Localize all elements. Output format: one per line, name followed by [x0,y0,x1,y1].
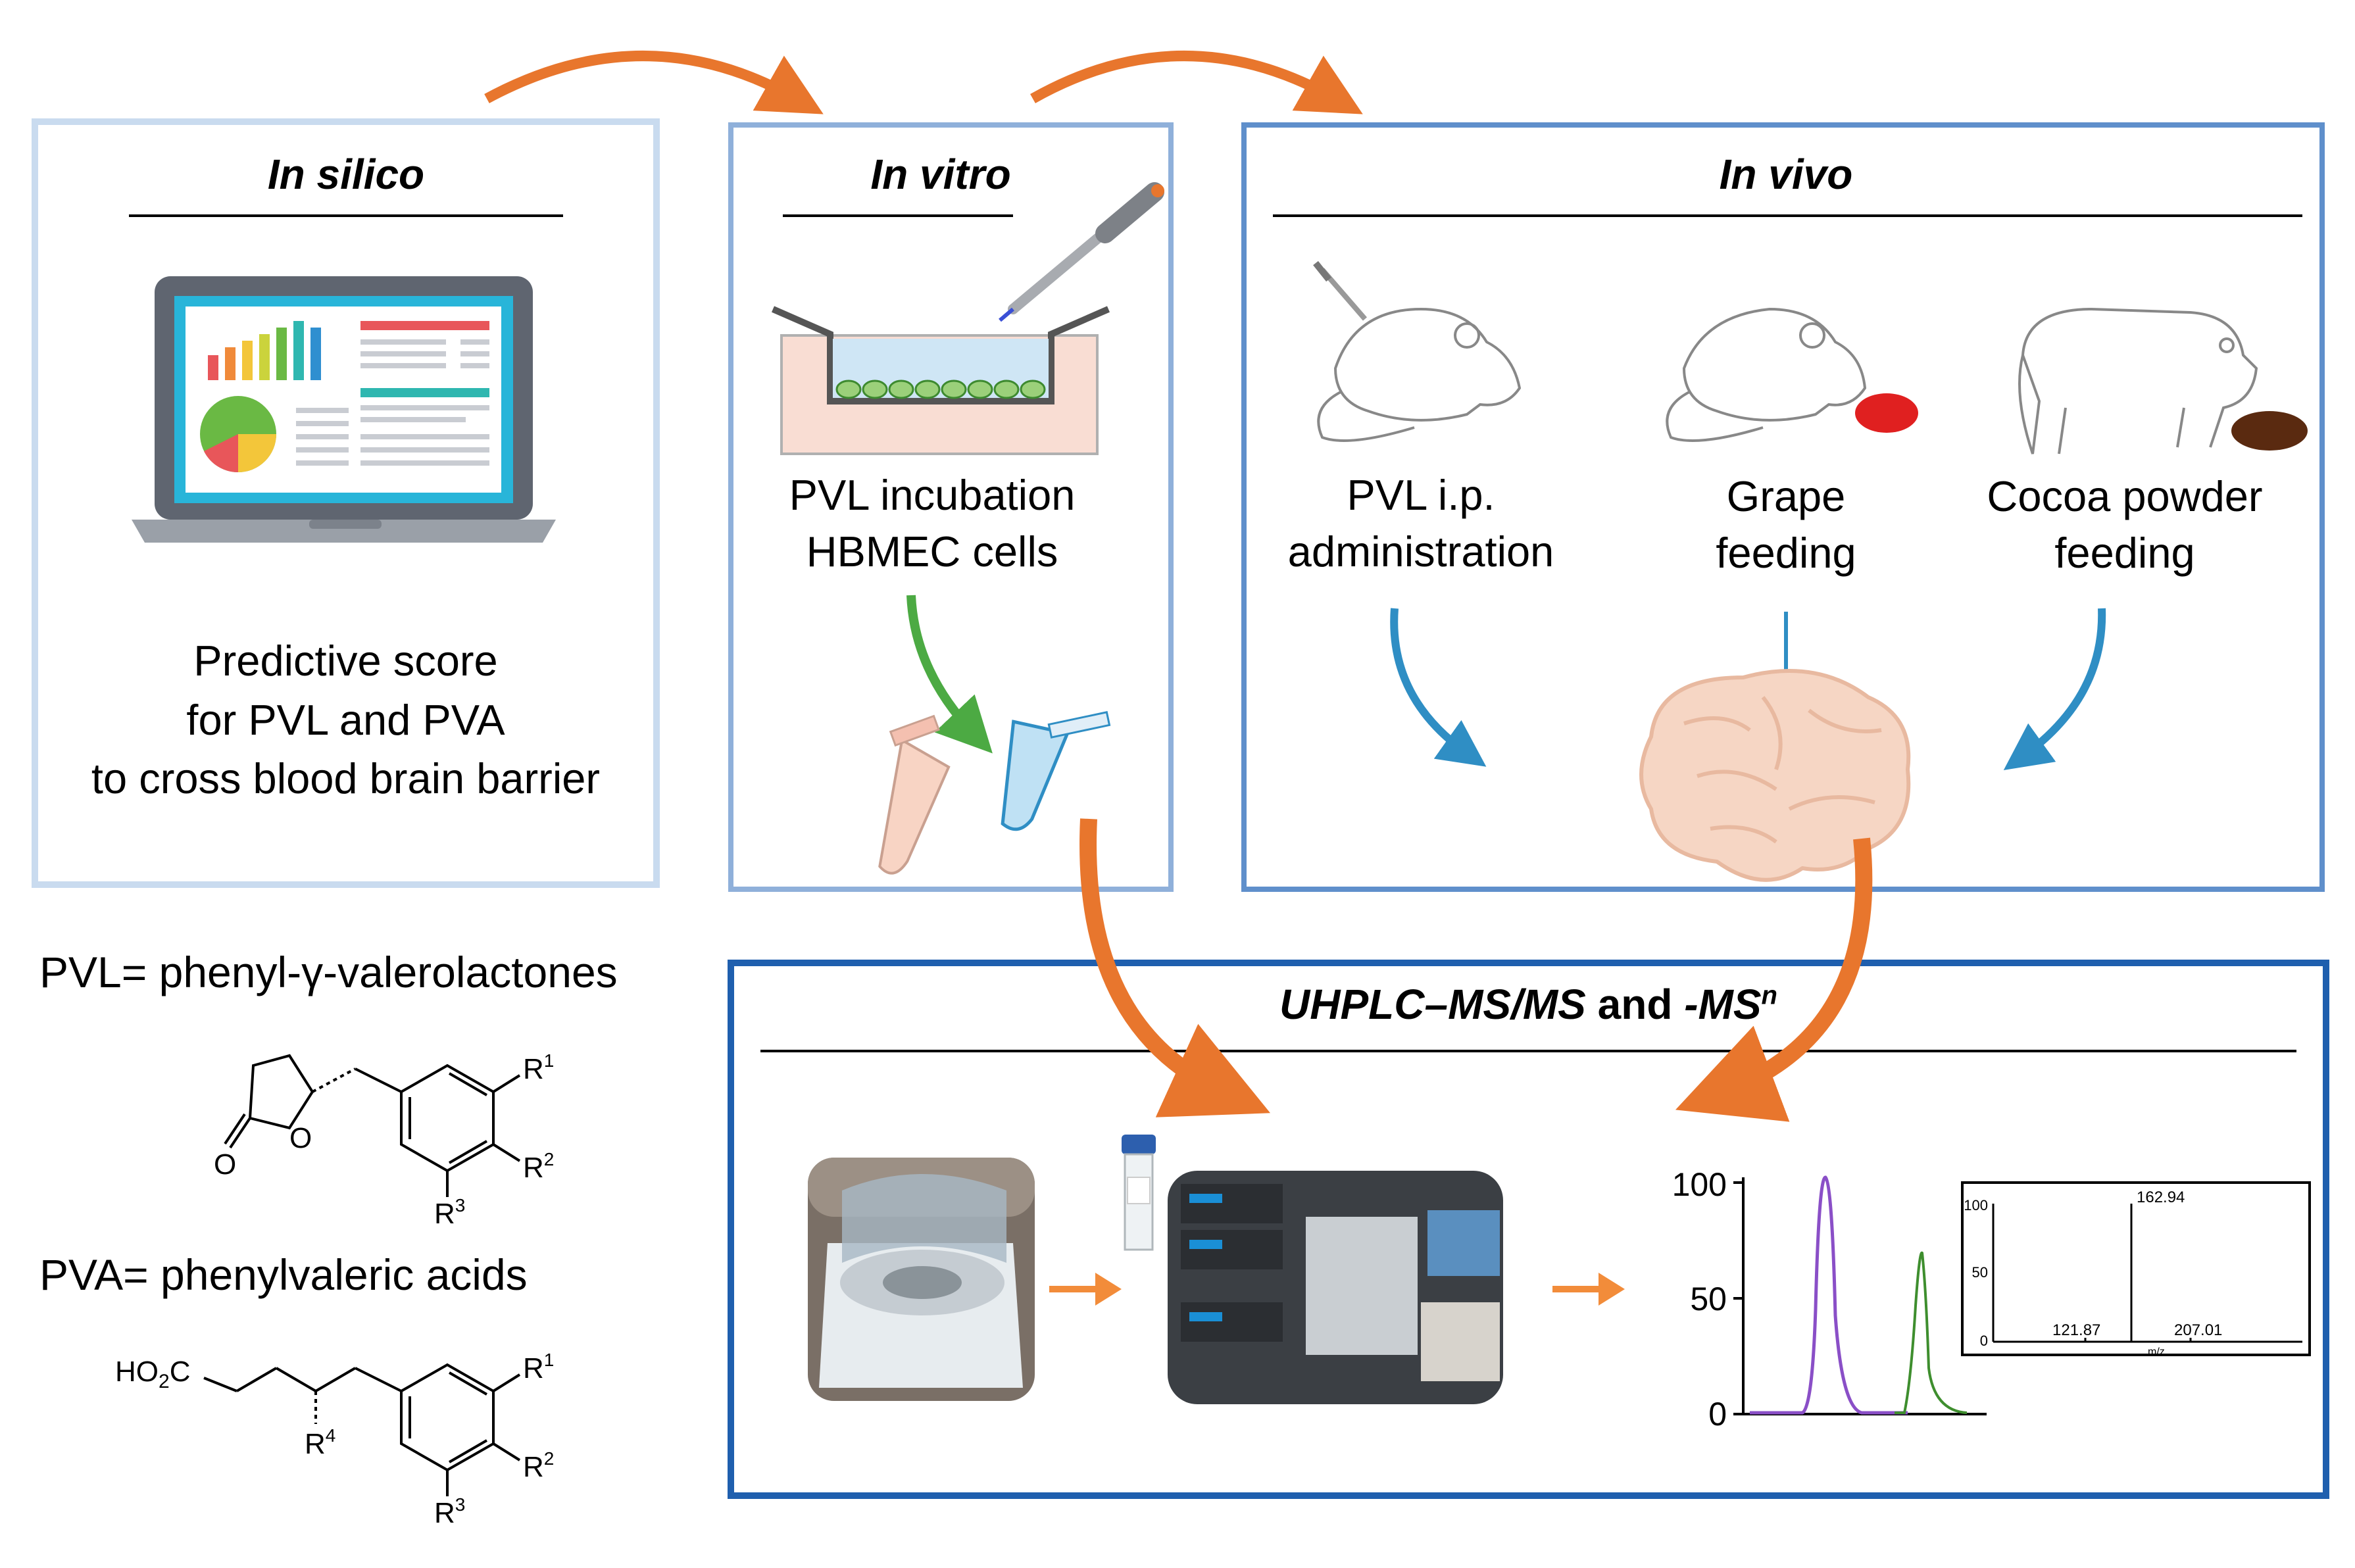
ms-label-162: 162.94 [2137,1188,2185,1206]
pva-r2: R2 [523,1448,554,1483]
in-vivo-panel [1241,122,2325,892]
pva-r3: R3 [434,1494,465,1529]
in-vivo-item-cocoa-line-1: Cocoa powder [1987,472,2263,520]
in-silico-title-rule [129,214,563,217]
tube-blue-icon [1001,711,1111,831]
ms-tick-0: 0 [1980,1333,1988,1349]
tube-pink-icon [878,714,951,875]
centrifuge-photo [808,1158,1035,1401]
in-silico-caption-line-2: for PVL and PVA [186,695,505,744]
green-trace [1895,1251,1968,1414]
chromatogram-tick-0: 0 [1708,1396,1727,1433]
in-silico-caption-line-1: Predictive score [193,637,498,685]
in-vivo-item-grape-line-1: Grape [1726,472,1846,520]
in-vivo-title-rule [1273,214,2302,217]
flow-arrow-2 [1552,1273,1625,1306]
purple-trace [1750,1175,1908,1415]
pva-ho2c: HO2C [115,1356,190,1392]
transwell-icon [771,306,1110,455]
in-silico-caption: Predictive score for PVL and PVA to cros… [38,631,653,808]
pva-structure [203,1363,521,1496]
in-vivo-item-cocoa-line-2: feeding [2054,528,2195,577]
in-vitro-panel [728,122,1174,892]
pipette-icon [999,182,1164,322]
arrow-blue-cocoa [2003,608,2106,771]
analysis-title-ms: -MS [1684,981,1762,1028]
ms-label-207: 207.01 [2174,1321,2222,1339]
in-vivo-item-grape: Grape feeding [1625,468,1947,581]
pvl-definition: PVL= phenyl-γ-valerolactones [39,948,618,996]
analysis-title-rule [760,1050,2296,1052]
in-vitro-title: In vitro [870,151,1011,198]
chromatogram-tick-100: 100 [1672,1166,1727,1203]
ms-tick-100: 100 [1964,1197,1988,1213]
chromatogram-tick-50: 50 [1690,1281,1727,1317]
in-vivo-item-pvl: PVL i.p. administration [1250,467,1592,580]
ms-tick-50: 50 [1972,1264,1988,1281]
cocoa-powder-icon [2231,411,2308,451]
in-silico-caption-line-3: to cross blood brain barrier [91,754,601,803]
uhplc-instrument-photo [1168,1171,1503,1404]
in-vitro-caption: PVL incubation HBMEC cells [735,467,1129,580]
analysis-title-and: and [1585,981,1685,1028]
ms-label-121: 121.87 [2052,1321,2100,1339]
analysis-title: UHPLC–MS/MS and -MSn [760,980,2296,1029]
pva-r4: R4 [305,1425,335,1460]
pvl-o-carbonyl: O [214,1148,236,1181]
pvl-structure [224,1054,521,1197]
pvl-o-ring: O [289,1122,312,1154]
grape-powder-icon [1855,393,1918,433]
pva-definition: PVA= phenylvaleric acids [39,1250,528,1299]
analysis-title-main: UHPLC–MS/MS [1279,981,1586,1028]
in-vivo-title: In vivo [1719,151,1853,198]
pvl-r2: R2 [523,1149,554,1184]
brain-icon [1639,669,1911,882]
analysis-title-sup: n [1761,981,1777,1010]
pvl-r1: R1 [523,1050,554,1085]
pig-icon [2018,307,2258,454]
flow-arrow-1 [1049,1273,1122,1306]
mouse-grape-icon [1666,307,1867,442]
in-vivo-item-pvl-line-2: administration [1287,527,1554,576]
in-vitro-caption-line-1: PVL incubation [789,471,1076,519]
in-vitro-caption-line-2: HBMEC cells [806,527,1058,576]
arrow-vitro-to-analysis [1079,818,1270,1117]
in-vivo-item-grape-line-2: feeding [1716,528,1856,577]
arrow-vitro-to-vivo [1030,51,1363,114]
ms-spectrum-inset [1961,1181,2311,1356]
ms-xlabel: m/z [2148,1346,2165,1358]
pvl-r3: R3 [434,1195,465,1230]
in-vivo-item-pvl-line-1: PVL i.p. [1347,471,1495,519]
vial-icon [1122,1135,1156,1251]
mouse-ip-icon [1313,260,1522,442]
chromatogram [1733,1175,1987,1415]
in-vivo-item-cocoa: Cocoa powder feeding [1960,468,2289,581]
arrow-silico-to-vitro [484,51,824,114]
arrow-brain-to-analysis [1675,837,1873,1122]
arrow-blue-pvl [1390,608,1487,767]
in-silico-title: In silico [267,151,425,198]
pva-r1: R1 [523,1350,554,1384]
laptop-icon [132,276,556,543]
arrow-vitro-green [906,595,993,754]
in-vitro-title-rule [783,214,1013,217]
